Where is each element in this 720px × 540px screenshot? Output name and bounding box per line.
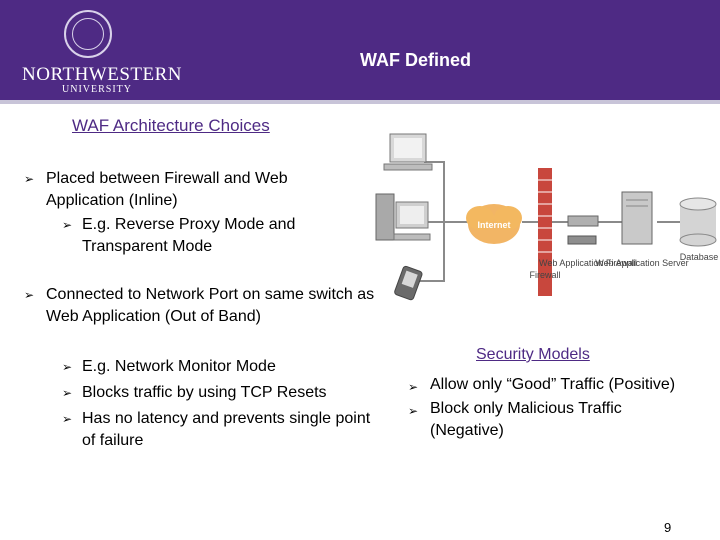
header-bar: NORTHWESTERN UNIVERSITY WAF Defined: [0, 0, 720, 100]
waf-architecture-diagram: Internet Firewall Web Application Firewa…: [375, 133, 719, 301]
slide-title: WAF Defined: [360, 50, 471, 70]
header-divider: [0, 100, 720, 104]
diagram-label: Database: [680, 252, 719, 262]
page-number: 9: [664, 520, 672, 535]
pda-icon: [394, 265, 423, 301]
arrow-bullet-icon: ➢: [62, 412, 73, 426]
arrow-bullet-icon: ➢: [62, 386, 73, 400]
cloud-icon: [466, 204, 522, 244]
arrow-bullet-icon: ➢: [62, 360, 73, 374]
model-item: Block only Malicious Traffic (Negative): [430, 400, 622, 439]
internet-label: Internet: [477, 220, 510, 230]
logo-name: NORTHWESTERN: [22, 64, 183, 85]
bullet-inline: Placed between Firewall and Web Applicat…: [46, 170, 288, 209]
bullet-inline-sub: E.g. Reverse Proxy Mode and Transparent …: [82, 216, 296, 255]
arrow-bullet-icon: ➢: [24, 172, 35, 186]
architecture-heading: WAF Architecture Choices: [72, 116, 270, 135]
database-icon: [679, 197, 717, 247]
arrow-bullet-icon: ➢: [408, 380, 419, 394]
computer-icon: [383, 133, 433, 171]
diagram-label: Firewall: [529, 270, 560, 280]
seal-icon: [64, 10, 112, 58]
bullet-out-of-band: Connected to Network Port on same switch…: [46, 286, 375, 325]
bullet-sub-item: E.g. Network Monitor Mode: [82, 358, 276, 375]
diagram-label: Web Application Server: [595, 258, 688, 268]
bullet-sub-item: Blocks traffic by using TCP Resets: [82, 384, 327, 401]
diagram-label: Web Application Firewall: [539, 258, 637, 268]
server-icon: [567, 215, 599, 227]
arrow-bullet-icon: ➢: [62, 218, 73, 232]
logo-subtitle: UNIVERSITY: [62, 84, 132, 95]
server-icon: [621, 191, 653, 245]
arrow-bullet-icon: ➢: [24, 288, 35, 302]
security-models-heading: Security Models: [476, 346, 590, 363]
arrow-bullet-icon: ➢: [408, 404, 419, 418]
server-icon: [567, 235, 597, 245]
firewall-icon: [538, 168, 552, 296]
bullet-sub-item: Has no latency and prevents single point…: [82, 410, 371, 449]
model-item: Allow only “Good” Traffic (Positive): [430, 376, 676, 393]
computer-icon: [375, 193, 431, 241]
